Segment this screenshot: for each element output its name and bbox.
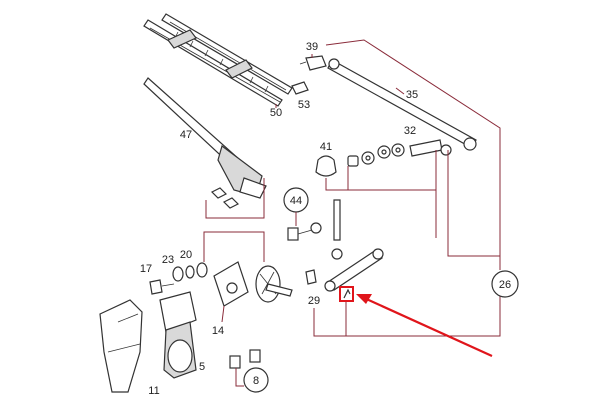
- leader-14: [221, 305, 225, 323]
- wiper-motor[interactable]: [159, 291, 197, 379]
- wiper-blade[interactable]: [143, 13, 293, 107]
- leader-35: [395, 87, 405, 95]
- callout-44: 44: [290, 195, 302, 207]
- washer-23[interactable]: [172, 266, 184, 282]
- pin-29[interactable]: [305, 269, 317, 285]
- part-39-clip[interactable]: [299, 55, 327, 71]
- guide-35: [325, 39, 501, 270]
- pivot-bolt-32[interactable]: [409, 139, 452, 157]
- callout-41: 41: [320, 141, 332, 153]
- linkage-rod-35[interactable]: [327, 58, 477, 151]
- callout-26-circle: [491, 270, 519, 298]
- callout-23: 23: [162, 254, 174, 266]
- mounting-plate-14[interactable]: [213, 261, 249, 307]
- callout-32: 32: [404, 125, 416, 137]
- callout-53: 53: [298, 99, 310, 111]
- wiper-arm[interactable]: [143, 77, 267, 199]
- callout-29: 29: [308, 295, 320, 307]
- callout-47: 47: [180, 129, 192, 141]
- connector-pair-8[interactable]: [229, 349, 261, 369]
- guide-26: [447, 150, 500, 257]
- callout-35: 35: [406, 89, 418, 101]
- callout-39: 39: [306, 41, 318, 53]
- spacer-pin[interactable]: [331, 199, 343, 260]
- callout-5: 5: [199, 361, 205, 373]
- linkage-arm[interactable]: [324, 248, 384, 292]
- red-arrow-icon: [356, 294, 493, 358]
- marked-part-box[interactable]: [339, 286, 354, 302]
- callout-11: 11: [148, 385, 159, 397]
- callout-50: 50: [270, 107, 282, 119]
- guide-29: [313, 296, 501, 337]
- guide-20: [203, 231, 265, 262]
- washer-set[interactable]: [347, 143, 405, 167]
- nut-pair[interactable]: [210, 187, 240, 209]
- callout-8-circle: [243, 367, 269, 393]
- guide-arm-down: [205, 178, 265, 219]
- guide-8: [235, 368, 244, 387]
- cap-41[interactable]: [315, 155, 337, 177]
- blade-end-clip[interactable]: [291, 81, 309, 95]
- screw-17[interactable]: [149, 279, 175, 295]
- callout-14: 14: [212, 325, 224, 337]
- callout-20: 20: [180, 249, 192, 261]
- washer-20[interactable]: [185, 262, 208, 279]
- bolt-44[interactable]: [287, 222, 322, 241]
- callout-17: 17: [140, 263, 152, 275]
- callout-26: 26: [499, 279, 511, 291]
- callout-8: 8: [253, 375, 259, 387]
- motor-cover-11[interactable]: [99, 299, 143, 393]
- crank-disc[interactable]: [255, 265, 293, 303]
